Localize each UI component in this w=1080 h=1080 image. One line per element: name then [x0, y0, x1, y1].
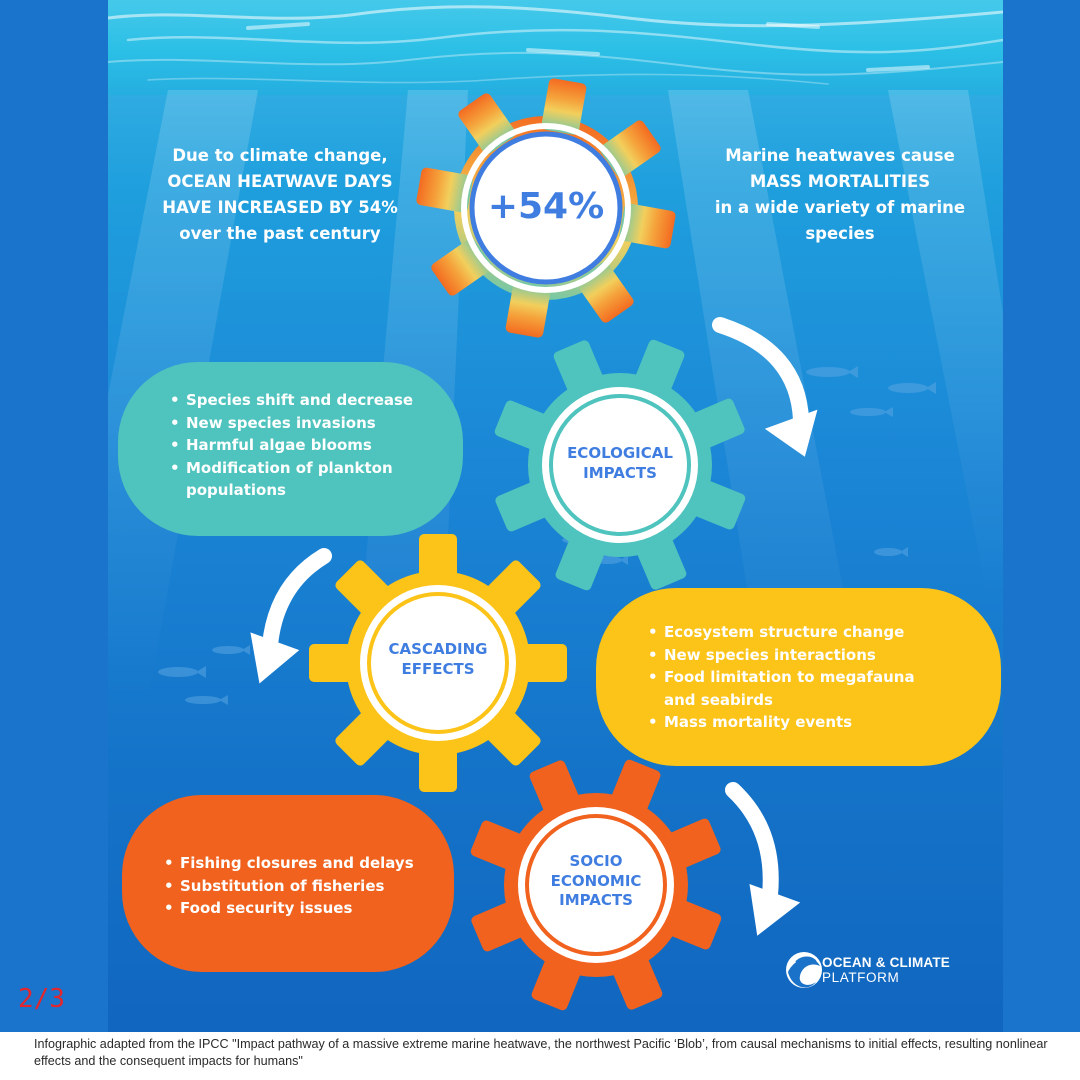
- list-item: Ecosystem structure change: [648, 621, 948, 644]
- heatwave-percentage: +54%: [487, 186, 605, 227]
- arrow-2: [262, 548, 332, 653]
- list-item: Mass mortality events: [648, 711, 948, 734]
- arrow-3: [725, 782, 779, 903]
- gear-diagram: [250, 58, 822, 1032]
- ocean-climate-logo: OCEAN & CLIMATE PLATFORM: [822, 955, 950, 985]
- heatwave-circle: [469, 131, 623, 285]
- source-caption: Infographic adapted from the IPCC "Impac…: [34, 1037, 1048, 1068]
- socio-list: Fishing closures and delays Substitution…: [164, 852, 424, 920]
- cascading-label: CASCADING EFFECTS: [388, 640, 488, 678]
- page-counter: 2/3: [18, 984, 65, 1014]
- ocean-panel: Due to climate change, OCEAN HEATWAVE DA…: [108, 0, 1003, 1032]
- list-item: New species invasions: [170, 412, 430, 435]
- ecological-list: Species shift and decrease New species i…: [170, 389, 430, 502]
- list-item: Harmful algae blooms: [170, 434, 430, 457]
- list-item: Food security issues: [164, 897, 424, 920]
- list-item: Substitution of fisheries: [164, 875, 424, 898]
- ecological-label: ECOLOGICAL IMPACTS: [567, 444, 673, 482]
- list-item: Food limitation to megafauna and seabird…: [648, 666, 948, 711]
- list-item: Fishing closures and delays: [164, 852, 424, 875]
- list-item: Species shift and decrease: [170, 389, 430, 412]
- arrow-1: [712, 317, 809, 428]
- infographic-frame: Due to climate change, OCEAN HEATWAVE DA…: [0, 0, 1080, 1032]
- socio-label: SOCIO ECONOMIC IMPACTS: [550, 852, 642, 909]
- top-left-text: Due to climate change, OCEAN HEATWAVE DA…: [162, 146, 398, 243]
- arrow-3-head: [749, 883, 801, 936]
- water-ripples: [108, 5, 1003, 85]
- cascading-list: Ecosystem structure change New species i…: [648, 621, 948, 734]
- list-item: New species interactions: [648, 644, 948, 667]
- ocean-climate-logo-icon: [786, 952, 822, 988]
- list-item: Modification of plankton populations: [170, 457, 430, 502]
- arrow-1-head: [764, 409, 818, 457]
- arrow-2-head: [250, 632, 300, 684]
- top-right-text: Marine heatwaves cause MASS MORTALITIES …: [714, 146, 966, 243]
